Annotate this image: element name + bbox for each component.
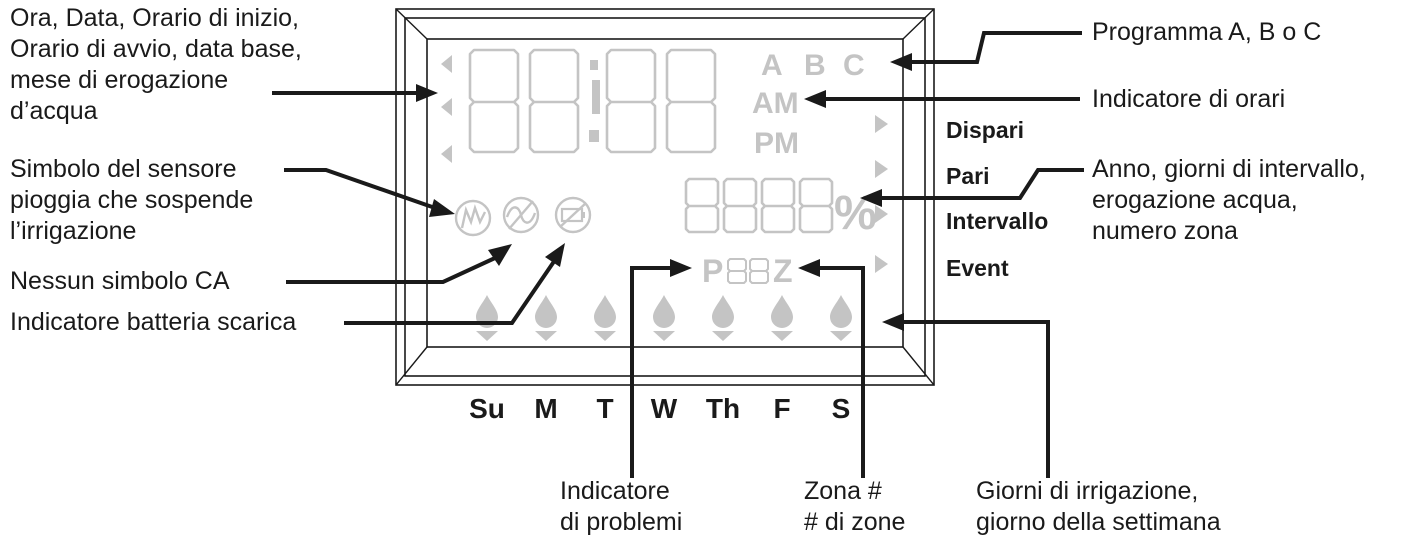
program-b: B <box>804 49 826 82</box>
callout-problem: Indicatore di problemi <box>560 477 683 536</box>
pm-indicator: PM <box>754 127 799 160</box>
program-a: A <box>761 49 783 82</box>
water-drop-icon <box>653 295 675 341</box>
day-label-t: T <box>596 393 613 424</box>
callout-program: Programma A, B o C <box>1092 18 1322 46</box>
program-c: C <box>843 49 865 82</box>
water-drop-icon <box>830 295 852 341</box>
callout-arrows <box>272 31 1084 478</box>
clock-digits <box>468 48 717 154</box>
day-label-th: Th <box>706 393 740 424</box>
callout-low-battery: Indicatore batteria scarica <box>10 308 297 336</box>
left-indicator-arrows <box>441 55 452 163</box>
mode-interval: Intervallo <box>946 208 1048 234</box>
low-battery-icon <box>554 196 592 234</box>
rain-sensor-icon <box>454 199 492 237</box>
callout-time-indicator: Indicatore di orari <box>1092 85 1286 113</box>
callout-rain-sensor: Simbolo del sensore pioggia che sospende… <box>10 155 254 245</box>
callout-zone: Zona # # di zone <box>804 477 906 536</box>
right-indicator-arrows <box>875 115 888 273</box>
zone-digits <box>727 258 769 284</box>
mode-event: Event <box>946 255 1009 281</box>
mode-odd: Dispari <box>946 117 1024 143</box>
no-ac-icon <box>502 196 540 234</box>
water-drop-icon <box>476 295 498 341</box>
am-indicator: AM <box>752 87 799 120</box>
day-label-s: S <box>832 393 851 424</box>
day-label-m: M <box>534 393 557 424</box>
year-digits <box>684 177 834 234</box>
callout-no-ac: Nessun simbolo CA <box>10 267 230 295</box>
water-drops <box>476 295 852 341</box>
clock-colon-icon <box>589 60 600 142</box>
day-label-su: Su <box>469 393 505 424</box>
day-label-w: W <box>651 393 678 424</box>
callout-time-date: Ora, Data, Orario di inizio, Orario di a… <box>10 4 302 125</box>
mode-even: Pari <box>946 163 989 189</box>
day-label-f: F <box>773 393 790 424</box>
water-drop-icon <box>712 295 734 341</box>
problem-letter: P <box>702 253 723 289</box>
zone-letter: Z <box>773 253 793 289</box>
water-drop-icon <box>535 295 557 341</box>
callout-year-interval: Anno, giorni di intervallo, erogazione a… <box>1092 155 1366 245</box>
water-drop-icon <box>594 295 616 341</box>
callout-watering-days: Giorni di irrigazione, giorno della sett… <box>976 477 1221 536</box>
day-labels: Su M T W Th F S <box>469 393 850 424</box>
water-drop-icon <box>771 295 793 341</box>
